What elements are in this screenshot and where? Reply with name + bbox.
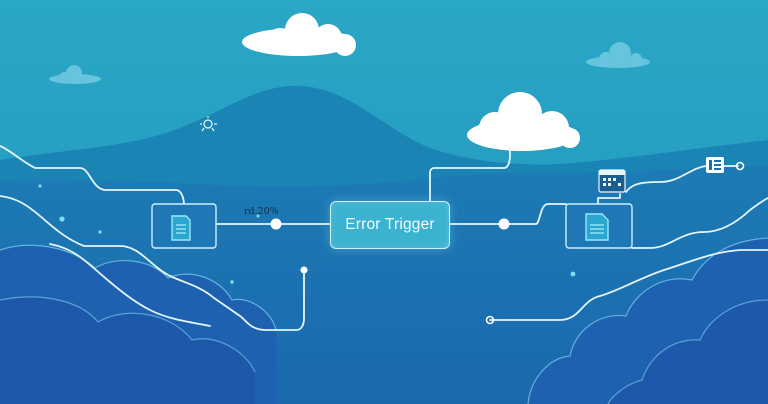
- document-icon: [171, 215, 191, 241]
- error-trigger-label: Error Trigger: [345, 216, 435, 233]
- node-lower-right: [485, 315, 495, 325]
- node-left: [270, 218, 282, 230]
- list-icon: [706, 157, 724, 173]
- calendar-icon: [598, 169, 626, 193]
- gear-icon: [200, 116, 217, 132]
- node-lower-left: [300, 266, 308, 274]
- cloud-mid: [467, 92, 580, 151]
- cloud-top: [242, 13, 356, 56]
- node-right: [498, 218, 510, 230]
- document-box-right: [565, 203, 633, 249]
- foreground-clouds-right: [527, 237, 768, 404]
- document-box-left: [151, 203, 217, 249]
- connection-lines: [0, 145, 768, 331]
- cloud-small-right: [586, 42, 650, 68]
- document-icon: [585, 213, 609, 241]
- error-trigger-box[interactable]: Error Trigger: [330, 201, 450, 249]
- percent-label: rd.20%: [244, 206, 279, 217]
- foreground-clouds-left: [0, 244, 277, 404]
- sparkle-dots: [38, 184, 576, 284]
- cloud-small-left: [49, 65, 101, 84]
- node-far-right: [735, 161, 745, 171]
